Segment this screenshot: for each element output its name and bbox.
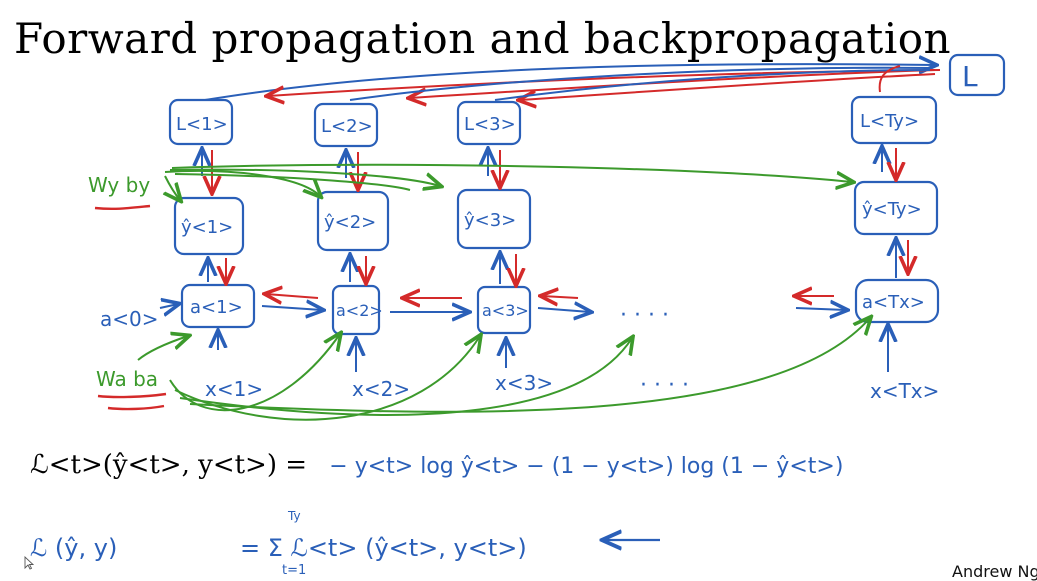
output-node-2: ŷ<2> bbox=[316, 190, 390, 252]
loss-node-2: L<2> bbox=[313, 102, 379, 148]
output-node-Ty: ŷ<Ty> bbox=[853, 180, 939, 236]
per-step-loss-formula: ℒ<t>(ŷ<t>, y<t>) = − y<t> log ŷ<t> − (1 … bbox=[30, 450, 843, 480]
ellipsis-inputs: · · · · bbox=[640, 373, 689, 398]
activation-label-1: a<1> bbox=[190, 297, 243, 318]
output-node-3: ŷ<3> bbox=[456, 188, 532, 250]
loss-label-2: L<2> bbox=[321, 116, 373, 137]
sum-upper-limit: Ty bbox=[287, 509, 301, 523]
input-label-1: x<1> bbox=[205, 377, 263, 401]
loss-node-3: L<3> bbox=[456, 100, 522, 146]
initial-activation-label: a<0> bbox=[100, 307, 159, 331]
total-loss-node: L bbox=[948, 53, 1006, 97]
activation-label-3: a<3> bbox=[482, 301, 529, 320]
output-node-1: ŷ<1> bbox=[173, 196, 245, 256]
loss-label-Ty: L<Ty> bbox=[860, 111, 919, 132]
forward-arrow-to-total-loss bbox=[204, 64, 935, 101]
output-params-label: Wy by bbox=[88, 173, 150, 197]
output-label-Ty: ŷ<Ty> bbox=[862, 199, 922, 220]
input-label-2: x<2> bbox=[352, 377, 410, 401]
activation-params-underline-1 bbox=[97, 392, 167, 399]
output-params-underline bbox=[94, 204, 151, 211]
activation-label-Tx: a<Tx> bbox=[862, 292, 925, 313]
total-loss-formula-rhs: = Σ ℒ<t> (ŷ<t>, y<t>) bbox=[240, 534, 527, 562]
per-step-loss-rhs: − y<t> log ŷ<t> − (1 − y<t>) log (1 − ŷ<… bbox=[329, 454, 844, 479]
output-label-2: ŷ<2> bbox=[324, 212, 376, 233]
output-label-3: ŷ<3> bbox=[464, 210, 516, 231]
loss-node-1: L<1> bbox=[168, 98, 234, 146]
activation-node-3: a<3> bbox=[476, 285, 532, 335]
activation-params-label: Wa ba bbox=[96, 367, 158, 391]
output-label-1: ŷ<1> bbox=[181, 217, 233, 238]
activation-node-1: a<1> bbox=[180, 283, 256, 329]
input-label-3: x<3> bbox=[495, 371, 553, 395]
activation-label-2: a<2> bbox=[336, 301, 383, 320]
activation-node-2: a<2> bbox=[331, 284, 383, 336]
loss-node-Ty: L<Ty> bbox=[850, 95, 938, 145]
activation-node-Tx: a<Tx> bbox=[854, 278, 940, 324]
total-loss-label: L bbox=[962, 60, 978, 93]
loss-label-3: L<3> bbox=[464, 114, 516, 135]
per-step-loss-lhs: ℒ<t>(ŷ<t>, y<t>) = bbox=[30, 450, 308, 480]
ellipsis-activations: · · · · bbox=[620, 303, 669, 328]
sum-lower-limit: t=1 bbox=[282, 563, 306, 576]
input-label-Tx: x<Tx> bbox=[870, 379, 939, 403]
author-credit: Andrew Ng bbox=[952, 562, 1037, 581]
loss-label-1: L<1> bbox=[176, 114, 228, 135]
total-loss-formula-lhs: ℒ (ŷ, y) bbox=[30, 534, 117, 562]
slide-title: Forward propagation and backpropagation bbox=[14, 14, 952, 63]
activation-params-underline-2 bbox=[107, 404, 165, 411]
mouse-cursor-icon bbox=[24, 556, 34, 570]
